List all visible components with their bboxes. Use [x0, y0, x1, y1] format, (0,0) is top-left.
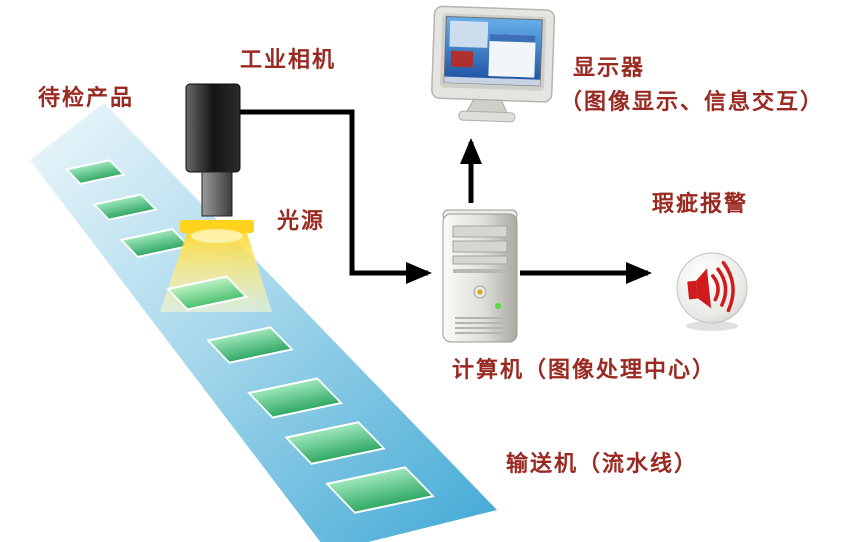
label-monitor-desc: （图像显示、信息交互）: [560, 89, 825, 114]
product-block-icon: [64, 159, 126, 185]
power-led: [495, 303, 501, 309]
label-conveyor: 输送机（流水线）: [506, 451, 699, 476]
computer-tower-icon: [442, 209, 518, 343]
arrow-camera-to-computer: [240, 109, 432, 284]
product-block-icon: [325, 466, 435, 514]
label-monitor: 显示器: [573, 55, 646, 80]
product-block-under-light: [166, 275, 248, 311]
product-block-icon: [92, 193, 158, 221]
product-block-icon: [247, 377, 343, 419]
label-computer: 计算机（图像处理中心）: [452, 357, 717, 382]
product-blocks: [64, 159, 435, 514]
label-industrial-camera: 工业相机: [240, 47, 337, 72]
conveyor-belt-shape: [30, 103, 497, 542]
product-block-icon: [119, 228, 191, 258]
crt-monitor-icon: [431, 5, 556, 123]
industrial-camera-icon: [185, 83, 241, 217]
product-block-icon: [284, 421, 386, 465]
speaker-icon: [676, 252, 748, 331]
label-light-source: 光源: [277, 208, 326, 233]
product-block-icon: [206, 326, 294, 364]
label-defect-alarm: 瑕疵报警: [652, 191, 749, 216]
label-pending-product: 待检产品: [38, 85, 135, 110]
